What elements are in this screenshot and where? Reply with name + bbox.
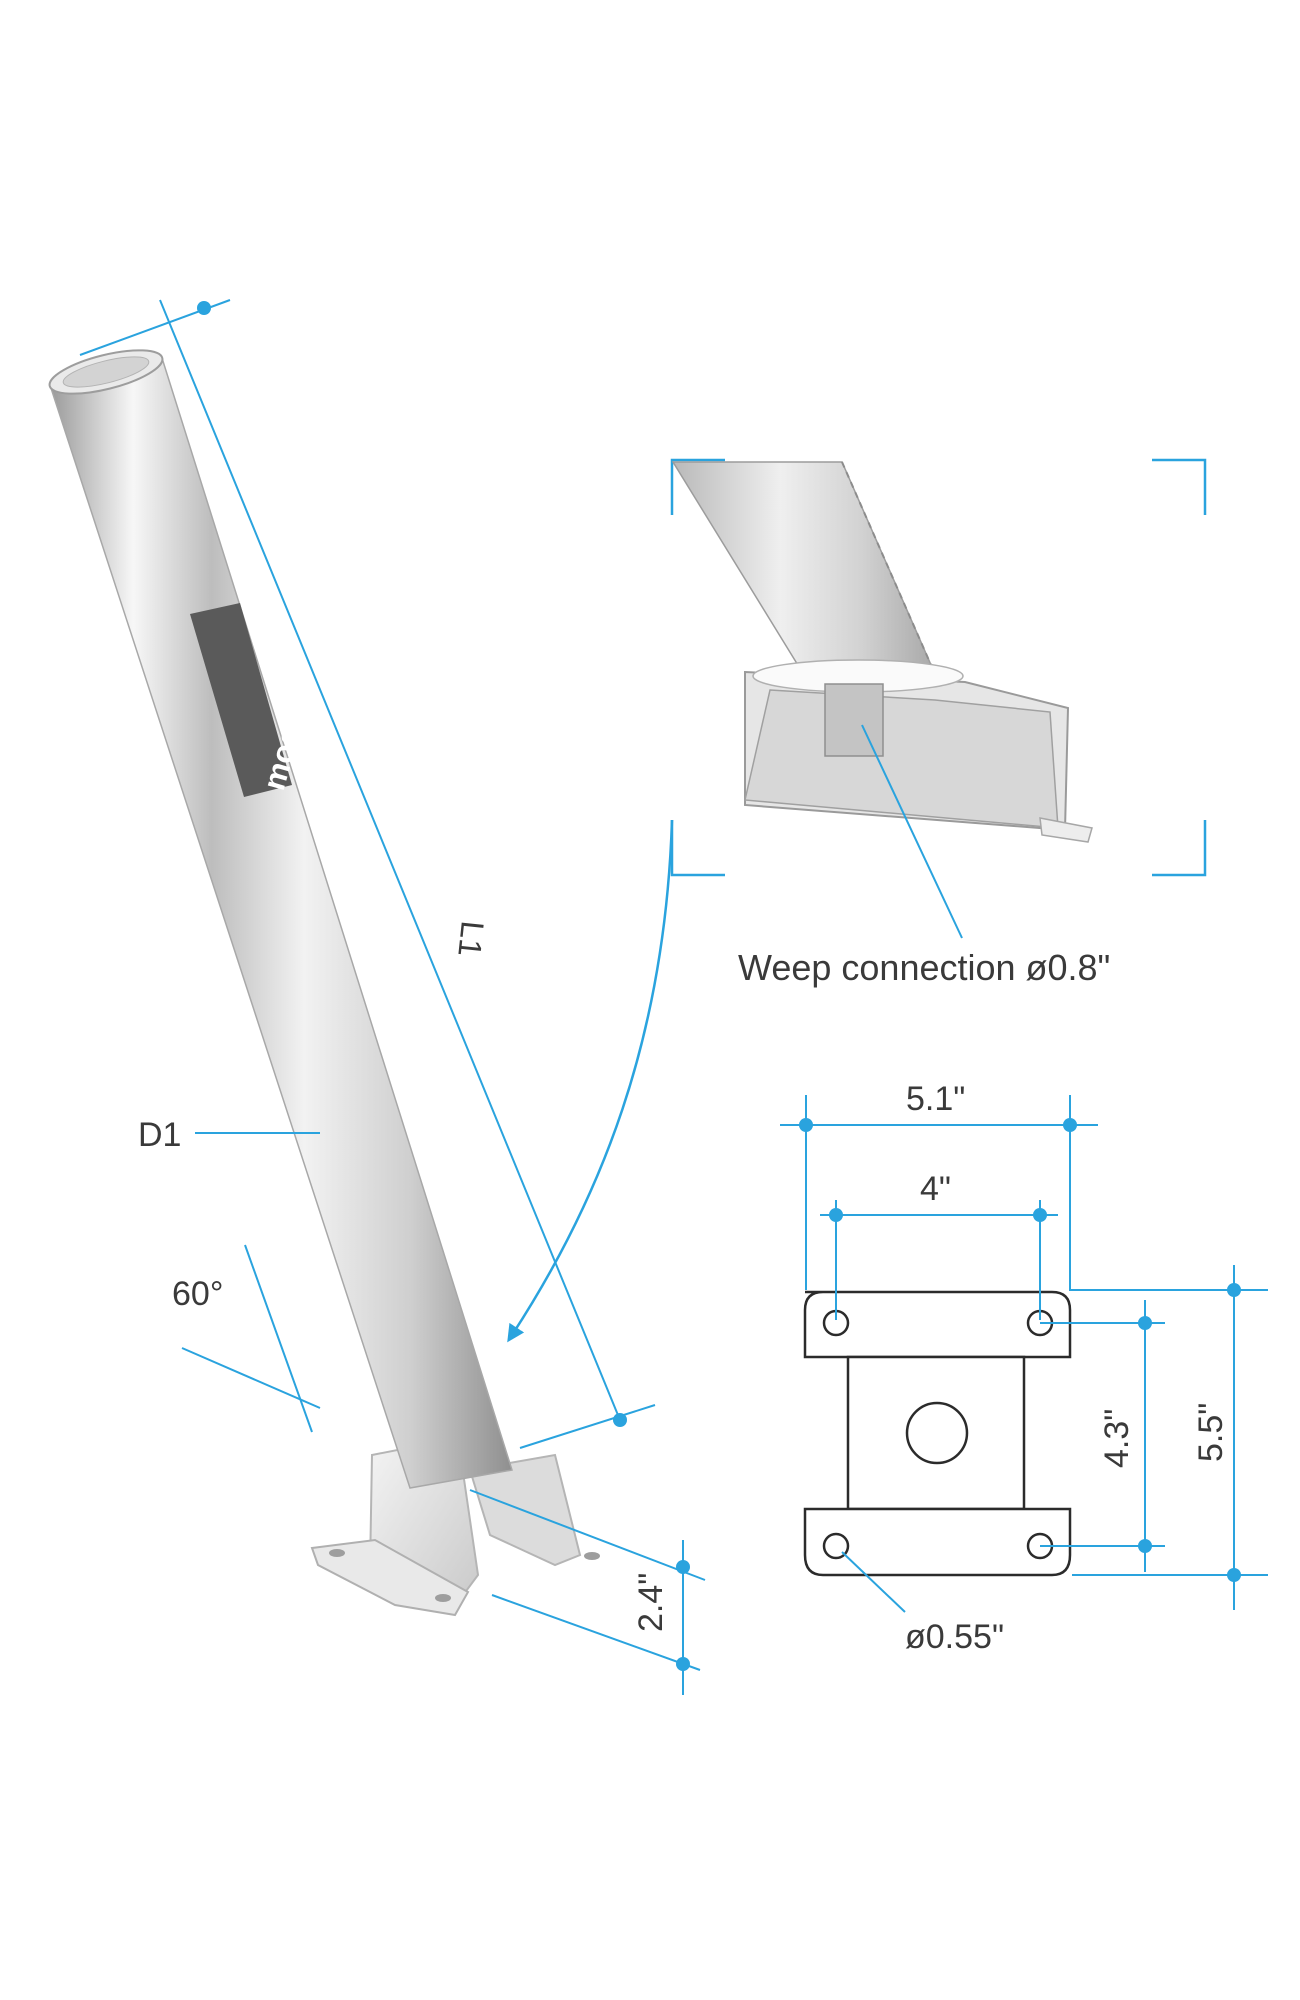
foot-hole <box>329 1549 345 1557</box>
logo-band <box>190 603 292 797</box>
dimension-outer-height <box>1069 1125 1268 1610</box>
dim-dot <box>1033 1208 1047 1222</box>
base-plate-bottom-tab <box>803 1507 1072 1577</box>
dim-dot <box>613 1413 627 1427</box>
detail-bracket-face <box>744 689 1059 829</box>
pipe-top-rim <box>62 356 150 388</box>
weep-tube <box>824 683 884 757</box>
angle-indicator <box>181 1244 321 1433</box>
dim-dot <box>799 1118 813 1132</box>
dim-dot <box>676 1560 690 1574</box>
hole-diameter-leader <box>841 1551 906 1613</box>
dim-dot <box>197 301 211 315</box>
detail-view <box>671 461 1093 843</box>
angle-label: 60° <box>172 1275 223 1313</box>
inner-height-label: 4.3" <box>1098 1409 1136 1468</box>
foot-base-plate <box>310 1538 470 1617</box>
detail-base-flange <box>1039 817 1093 843</box>
pipe-body <box>49 357 513 1489</box>
weep-leader <box>861 724 963 939</box>
foot-hole <box>584 1552 600 1560</box>
diameter-label: D1 <box>138 1116 181 1154</box>
dim-dot <box>1227 1283 1241 1297</box>
center-hole <box>905 1401 969 1465</box>
detail-callout-arrow <box>507 819 674 1343</box>
base-plate-drawing <box>803 1290 1072 1577</box>
foot-depth-label: 2.4" <box>632 1573 670 1632</box>
dim-dot <box>1138 1316 1152 1330</box>
pipe-assembly: mosmatic <box>48 349 600 1617</box>
hole-diameter-label: ø0.55" <box>905 1618 1004 1656</box>
inner-width-label: 4" <box>920 1170 951 1208</box>
outer-width-label: 5.1" <box>906 1080 965 1118</box>
dim-dot <box>829 1208 843 1222</box>
foot-hole <box>435 1594 451 1602</box>
outer-height-label: 5.5" <box>1192 1403 1230 1462</box>
dim-dot <box>1138 1539 1152 1553</box>
dim-dot <box>676 1657 690 1671</box>
detail-pipe <box>671 461 944 691</box>
weep-label: Weep connection ø0.8" <box>738 947 1110 988</box>
dim-dot <box>1227 1568 1241 1582</box>
length-label: L1 <box>451 919 491 958</box>
